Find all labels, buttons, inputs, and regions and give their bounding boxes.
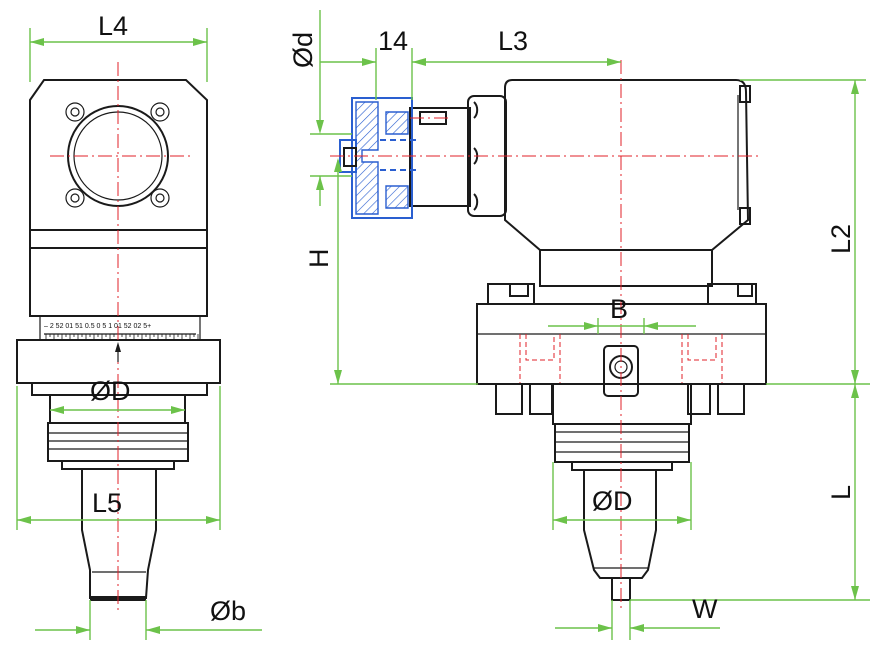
side-view	[330, 60, 767, 610]
side-housing	[504, 79, 750, 251]
dim-label-L: L	[826, 485, 856, 500]
dim-label-d: Ød	[288, 32, 318, 68]
dim-label-L4: L4	[98, 11, 128, 41]
dim-label-14: 14	[378, 26, 408, 56]
dimensions: L4 ØD L5 Øb Ød	[16, 10, 870, 640]
dim-label-L3: L3	[498, 26, 528, 56]
dim-label-L2: L2	[826, 224, 856, 254]
dim-label-B: B	[610, 294, 628, 324]
side-shank	[583, 469, 657, 579]
dim-label-H: H	[304, 249, 334, 269]
dim-label-b: Øb	[210, 596, 246, 626]
dim-label-w: W	[692, 594, 718, 624]
scale-ticks: – 2 52 01 51 0.5 0 5 1 01 52 02 5+	[44, 323, 151, 330]
dim-label-D-right: ØD	[592, 486, 633, 516]
right-block	[707, 283, 757, 305]
scale-tick-marks	[45, 334, 199, 339]
dim-label-D-left: ØD	[90, 376, 131, 406]
dim-label-L5: L5	[92, 488, 122, 518]
front-view: – 2 52 01 51 0.5 0 5 1 01 52 02 5+	[16, 62, 221, 610]
scale-pointer	[115, 342, 121, 352]
section-holder	[339, 97, 420, 219]
bolt-holes	[65, 102, 170, 208]
